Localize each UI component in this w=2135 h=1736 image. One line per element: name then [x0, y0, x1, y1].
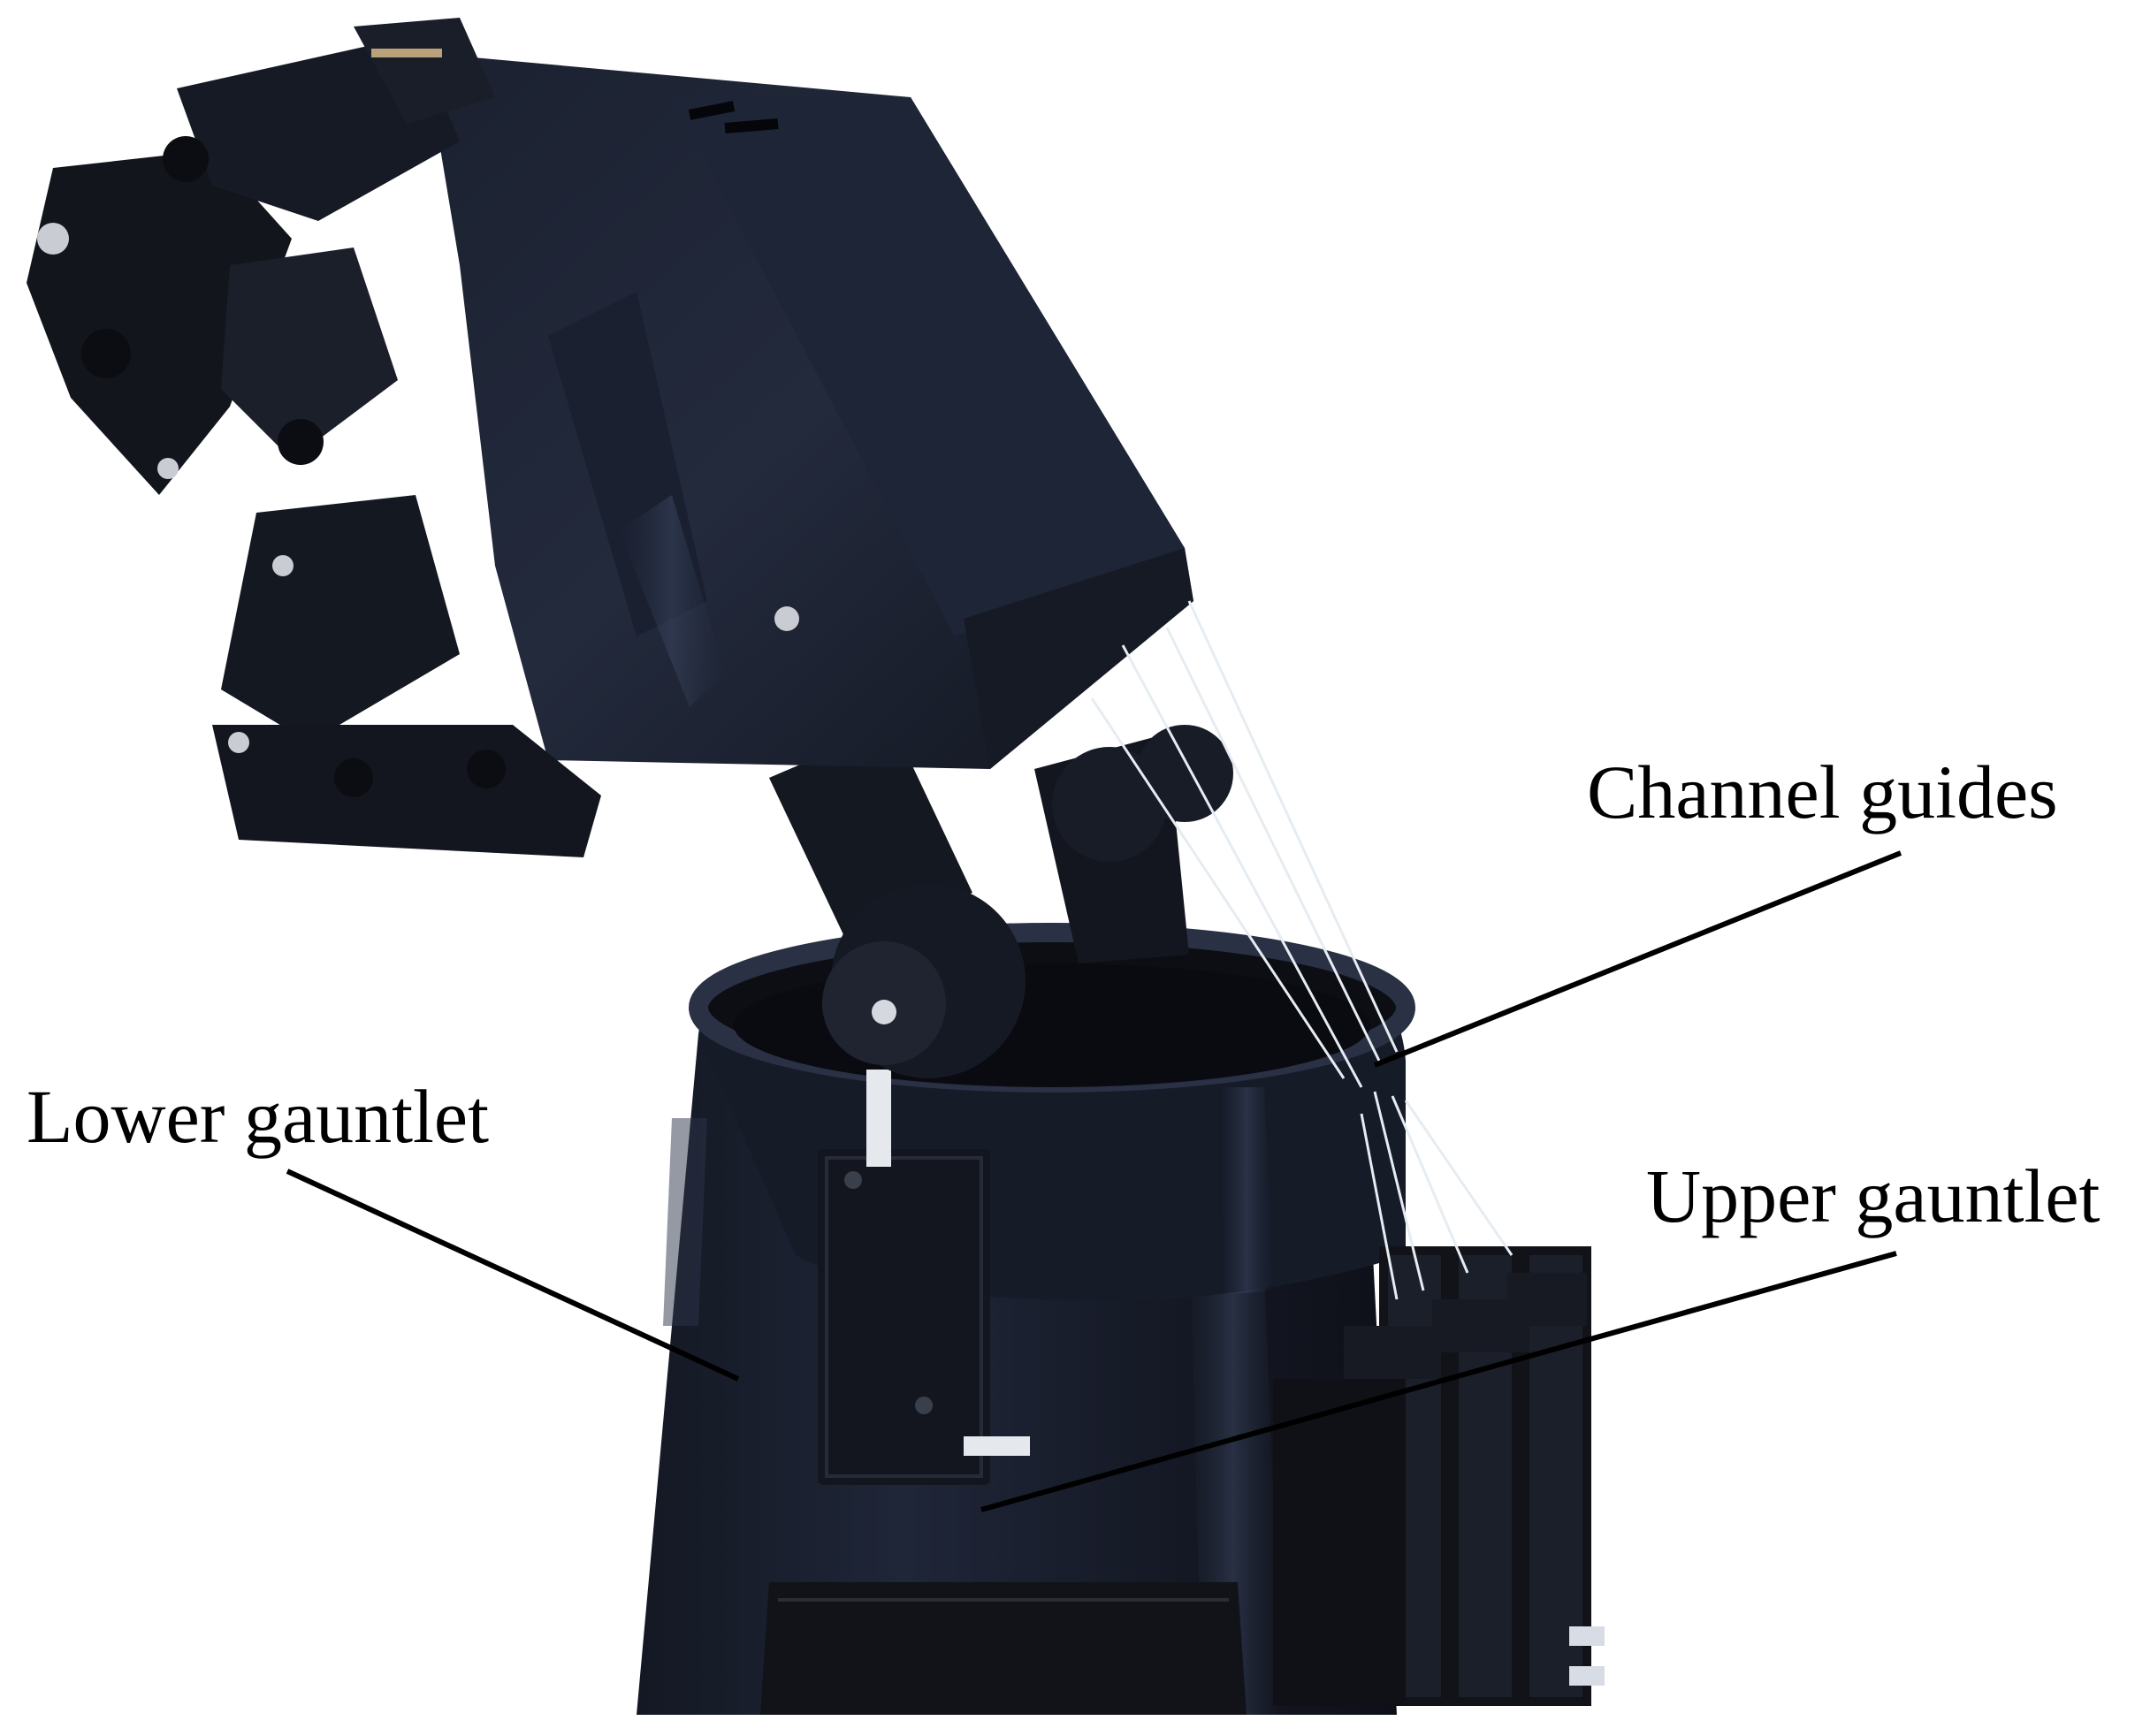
label-lower-gauntlet: Lower gauntlet: [27, 1074, 489, 1159]
leader-line-lower-gauntlet: [286, 1169, 740, 1382]
pin: [866, 1070, 891, 1167]
label-channel-guides: Channel guides: [1587, 750, 2058, 834]
fingers: [27, 18, 799, 857]
leader-line-channel-guides: [1373, 850, 1902, 1068]
hand-palm: [424, 53, 1193, 769]
side-module: [818, 1070, 1030, 1485]
upper-gauntlet: [689, 923, 1415, 1301]
tendon-cords: [1090, 600, 1514, 1300]
leader-lines: [286, 850, 1902, 1512]
strap: [760, 1582, 1247, 1715]
actuator-block: [1273, 1246, 1605, 1706]
leader-line-upper-gauntlet: [980, 1251, 1897, 1512]
wrist-joint: [769, 725, 1233, 1078]
label-upper-gauntlet: Upper gauntlet: [1646, 1154, 2101, 1238]
